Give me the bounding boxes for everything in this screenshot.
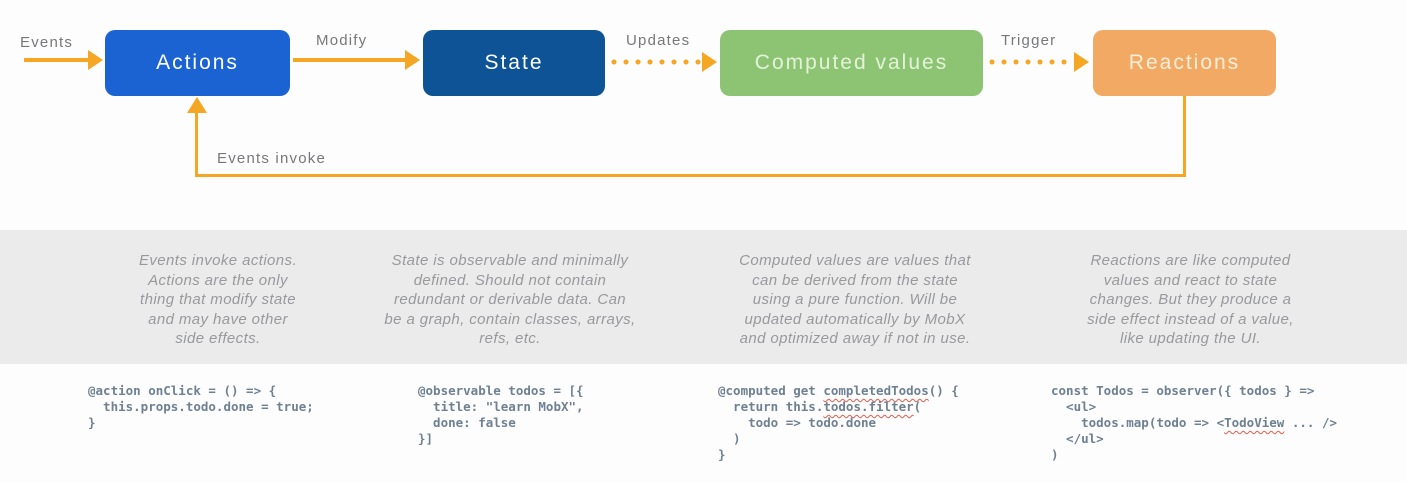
events-arrow-line — [24, 58, 90, 62]
edge-label-trigger: Trigger — [1001, 32, 1057, 49]
edge-label-modify: Modify — [316, 32, 368, 49]
feedback-line-left — [195, 112, 198, 174]
descriptions-band — [0, 230, 1407, 364]
description-computed-values: Computed values are values that can be d… — [739, 252, 971, 347]
trigger-arrowhead-icon — [1074, 52, 1089, 72]
code-snippet-observable: @observable todos = [{ title: "learn Mob… — [418, 383, 584, 446]
feedback-line-right — [1183, 96, 1186, 177]
edge-label-updates: Updates — [626, 32, 691, 49]
code-snippet-computed: @computed get completedTodos() { return … — [718, 383, 959, 462]
feedback-arrowhead-icon — [187, 97, 207, 113]
description-actions: Events invoke actions. Actions are the o… — [138, 252, 298, 347]
trigger-arrow-dots — [986, 59, 1073, 65]
node-actions: Actions — [105, 30, 290, 96]
edge-label-events-invoke: Events invoke — [217, 150, 326, 167]
description-state: State is observable and minimally define… — [384, 252, 636, 347]
modify-arrow-line — [293, 58, 405, 62]
node-reactions: Reactions — [1093, 30, 1276, 96]
diagram-canvas: Events Actions Modify State Updates Comp… — [0, 0, 1407, 230]
modify-arrowhead-icon — [405, 50, 420, 70]
node-computed-values: Computed values — [720, 30, 983, 96]
code-snippet-observer: const Todos = observer({ todos } => <ul>… — [1051, 383, 1337, 462]
node-state-label: State — [484, 51, 544, 74]
updates-arrow-dots — [608, 59, 701, 65]
events-arrowhead-icon — [88, 50, 103, 70]
code-snippet-action: @action onClick = () => { this.props.tod… — [88, 383, 314, 430]
edge-label-events: Events — [20, 34, 74, 51]
updates-arrowhead-icon — [702, 52, 717, 72]
node-reactions-label: Reactions — [1128, 51, 1241, 74]
node-actions-label: Actions — [156, 51, 239, 74]
description-reactions: Reactions are like computed values and r… — [1087, 252, 1294, 347]
node-state: State — [423, 30, 605, 96]
feedback-line-bottom — [195, 174, 1186, 177]
node-computed-values-label: Computed values — [754, 51, 949, 74]
